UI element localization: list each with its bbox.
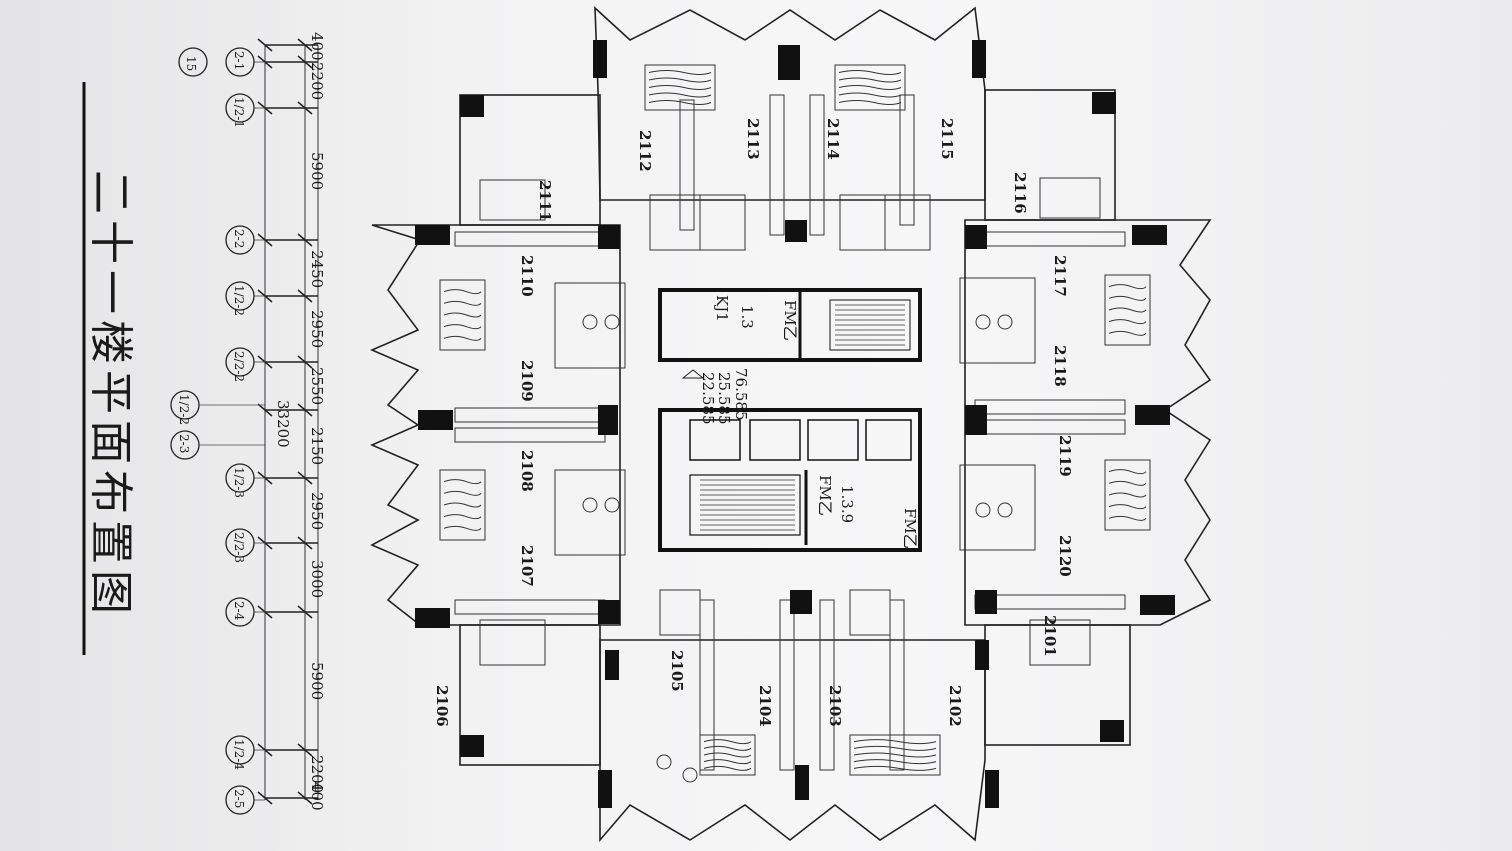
total-dimension: 33200 (274, 400, 292, 448)
core-kj-label: KJ1 (713, 295, 731, 322)
dimension-value: 2150 (308, 427, 326, 465)
axis-15: 15 (178, 47, 208, 77)
room-number-label: 2104 (756, 685, 774, 727)
room-number-label: 2115 (938, 118, 956, 160)
room-number-label: 2119 (1056, 435, 1074, 477)
axis-bubble: 2-4 (225, 597, 265, 627)
svg-text:2-2: 2-2 (232, 229, 246, 248)
core-fm-label-2: FM乙 (816, 475, 834, 516)
axis-bubble: 2-1 (225, 47, 265, 77)
room-number-label: 2101 (1041, 615, 1059, 657)
dimension-value: 5900 (308, 662, 326, 700)
axis-bubble: 2-2 (225, 225, 265, 255)
svg-text:2/2-2: 2/2-2 (232, 351, 246, 382)
elevation-2: 25.585 (715, 372, 733, 425)
room-number-label: 2109 (518, 360, 536, 402)
dimension-ticks (257, 38, 318, 805)
room-number-label: 2106 (433, 685, 451, 727)
stair-hatching (700, 304, 905, 531)
room-number-label: 2116 (1011, 172, 1029, 214)
svg-text:2-3: 2-3 (177, 434, 191, 453)
dimension-value: 400 (308, 32, 326, 61)
structural-columns (415, 40, 1175, 808)
core-fm-label-3: FM乙 (901, 508, 919, 549)
room-number-label: 2105 (668, 650, 686, 692)
svg-text:1/2-3: 1/2-3 (232, 467, 246, 498)
room-number-label: 2113 (744, 118, 762, 160)
svg-text:1/2-2: 1/2-2 (177, 394, 191, 425)
elevation-mark: 76.585 25.585 22.585 (681, 368, 750, 425)
room-number-label: 2112 (636, 130, 654, 172)
axis-bubble: 1/2-1 (225, 93, 265, 128)
room-number-label: 2108 (518, 450, 536, 492)
drawing-title: 二十一楼平面布置图 (85, 170, 136, 620)
axis-bubble: 2/2-3 (225, 528, 265, 563)
room-furniture (439, 64, 1151, 783)
axis-bubble: 1/2-4 (225, 735, 265, 770)
dimension-values: 4002200590024502950255021502950300059002… (308, 32, 326, 811)
dimension-value: 2950 (308, 492, 326, 530)
axis-bubbles: 2-1 1/2-1 2-2 1/2-2 2/2-2 1/2-2 2-3 1/2-3 2/2-3 2… (170, 47, 265, 815)
svg-text:2-5: 2-5 (232, 789, 246, 808)
room-number-label: 2120 (1056, 535, 1074, 577)
dimension-chain (264, 45, 319, 800)
dimension-value: 2200 (308, 62, 326, 100)
elevation-3: 22.585 (699, 372, 717, 425)
room-number-label: 2110 (518, 255, 536, 297)
room-number-label: 2118 (1051, 345, 1069, 387)
svg-text:2-4: 2-4 (232, 601, 246, 621)
axis-15-label: 15 (184, 56, 198, 71)
building-outline (369, 6, 1212, 843)
svg-text:2/2-3: 2/2-3 (232, 532, 246, 563)
axis-bubble: 1/2-2 (225, 281, 265, 316)
axis-bubble: 2/2-2 (225, 347, 265, 382)
svg-text:2-1: 2-1 (232, 51, 246, 70)
axis-bubble: 1/2-3 (225, 463, 265, 498)
room-number-label: 2107 (518, 545, 536, 587)
core-area-label-1: 1.3 (738, 305, 756, 329)
elevation-1: 76.585 (732, 368, 750, 421)
svg-text:1/2-2: 1/2-2 (232, 285, 246, 316)
dimension-value: 3000 (308, 560, 326, 598)
dimension-value: 400 (308, 782, 326, 811)
room-number-label: 2111 (536, 180, 554, 222)
room-number-label: 2102 (946, 685, 964, 727)
dimension-value: 2450 (308, 250, 326, 288)
room-number-label: 2114 (824, 118, 842, 160)
svg-text:1/2-1: 1/2-1 (232, 97, 246, 128)
svg-text:1/2-4: 1/2-4 (232, 739, 246, 770)
dimension-value: 5900 (308, 152, 326, 190)
core-fm-label-1: FM乙 (781, 300, 799, 341)
core (658, 288, 922, 552)
room-number-label: 2117 (1051, 255, 1069, 297)
core-area-label-2: 1.3.9 (838, 485, 856, 523)
room-number-label: 2103 (826, 685, 844, 727)
dimension-value: 2950 (308, 310, 326, 348)
dimension-value: 2200 (308, 755, 326, 793)
axis-bubble: 2-3 (170, 430, 265, 460)
dimension-value: 2550 (308, 367, 326, 405)
room-labels: 2101 2102 2103 2104 2105 2106 2107 2108 2109 2110… (433, 118, 1074, 727)
axis-bubble: 2-5 (225, 785, 265, 815)
axis-bubble: 1/2-2 (170, 390, 265, 425)
